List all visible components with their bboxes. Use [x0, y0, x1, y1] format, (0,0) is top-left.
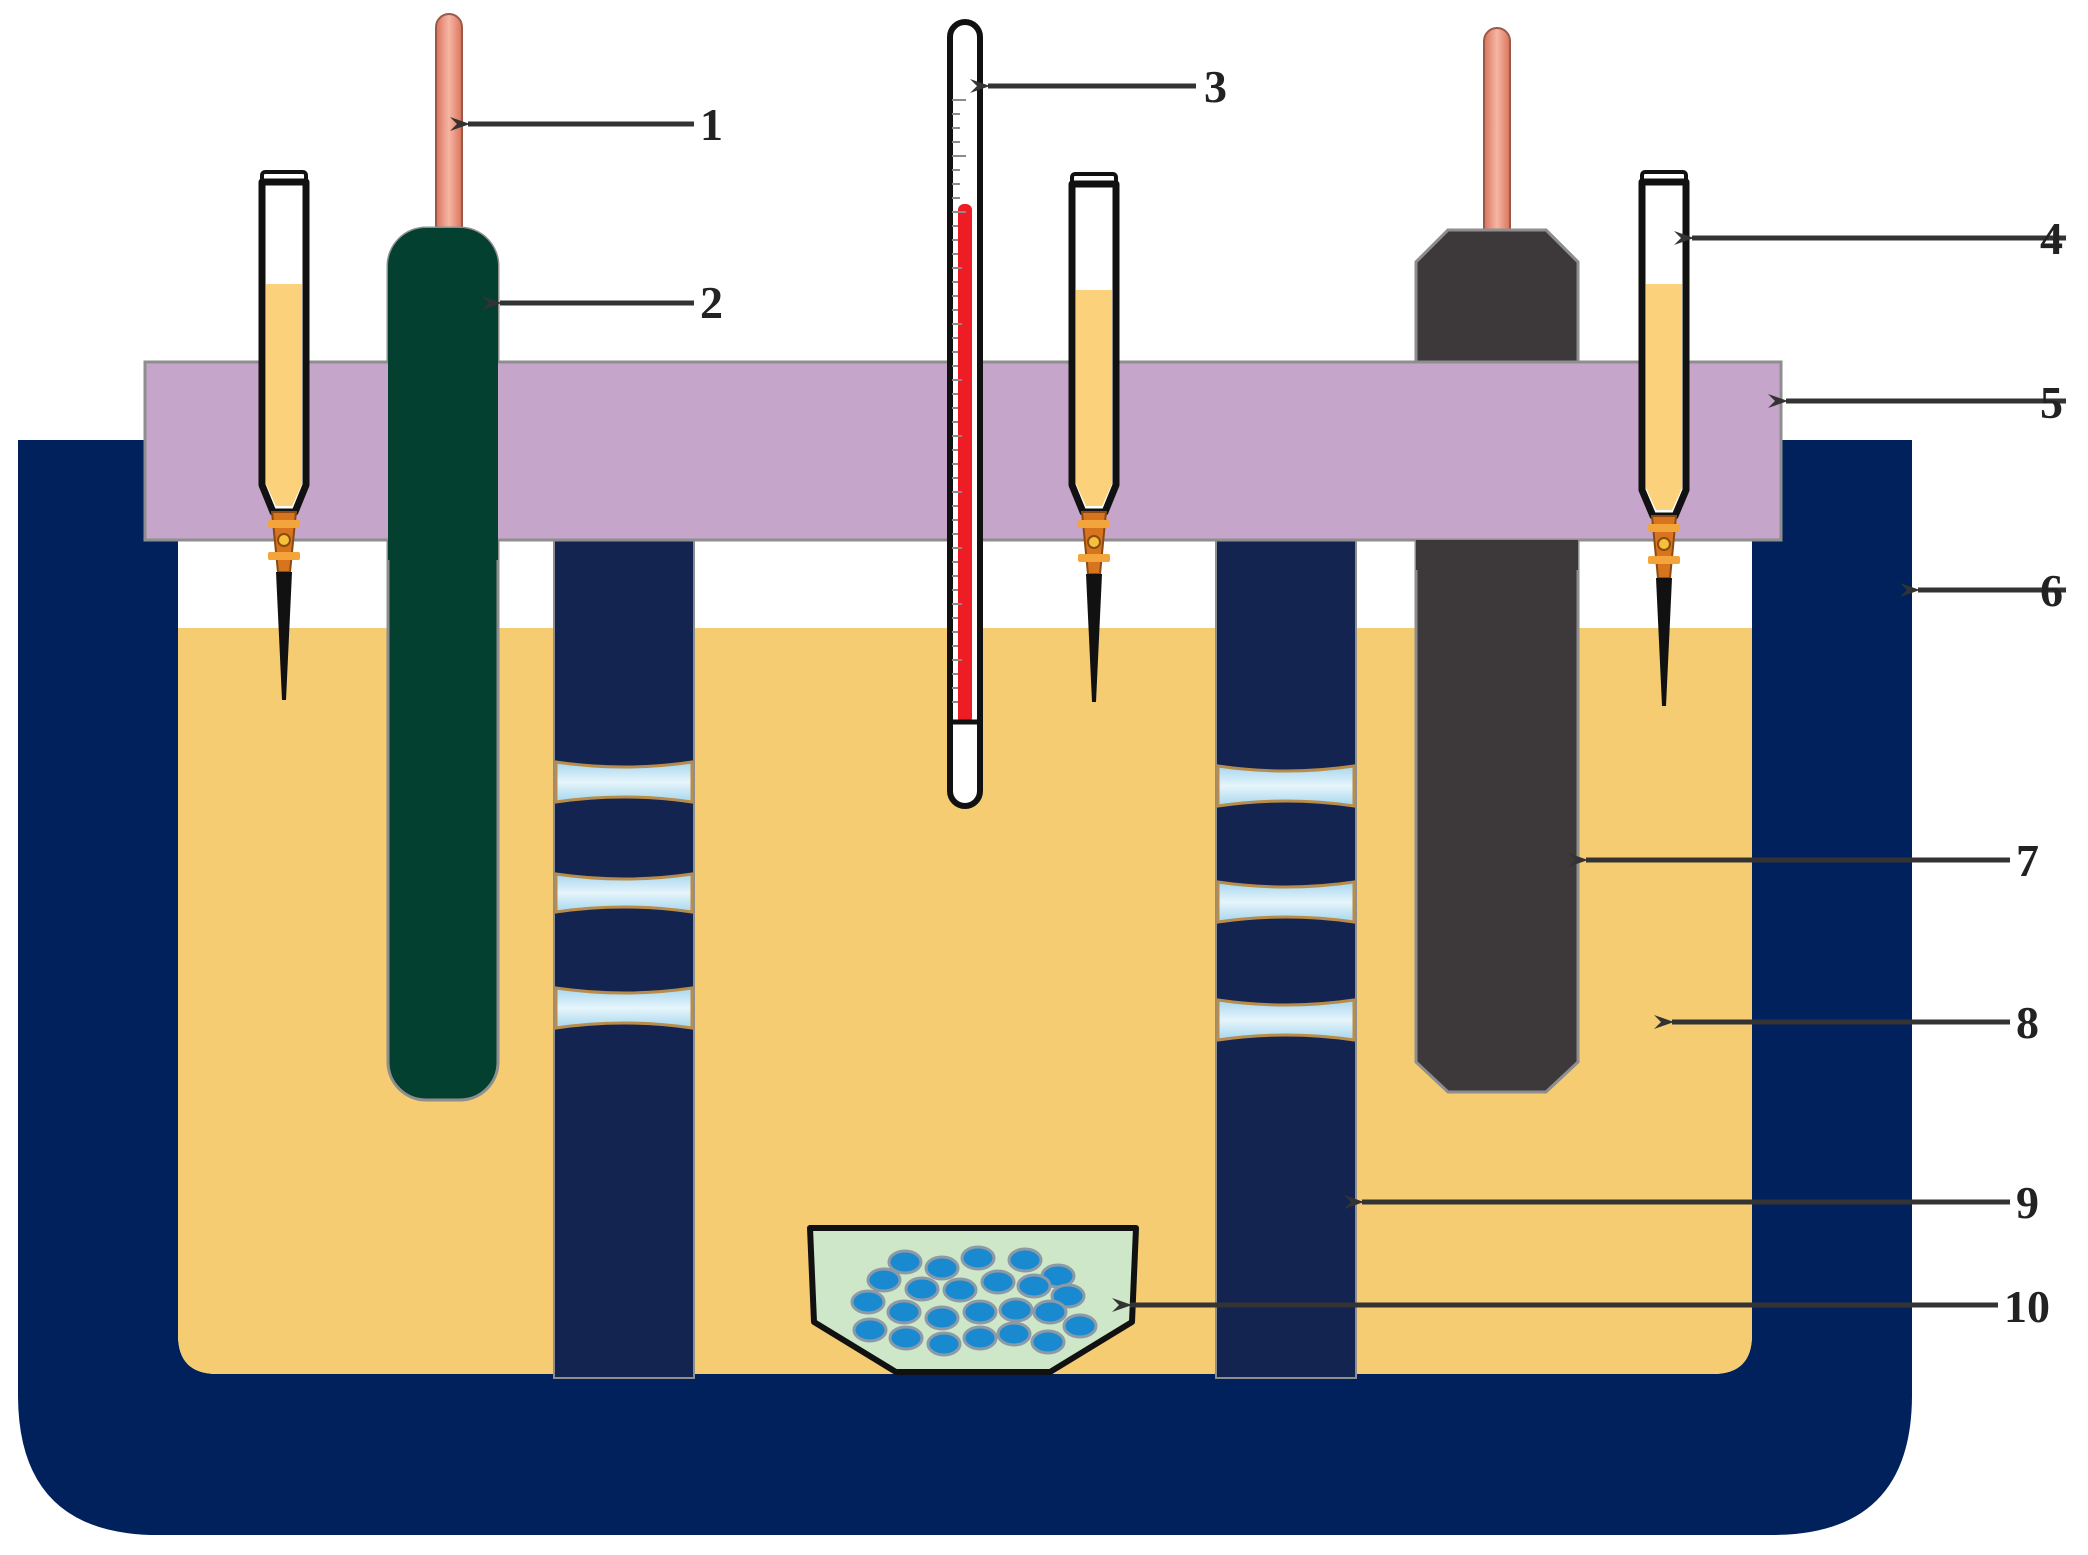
anode-through-lid: [388, 300, 498, 560]
callout-arrows: [450, 79, 2066, 1312]
membrane-window: [1216, 764, 1356, 808]
membrane-window: [554, 760, 694, 804]
cathode-terminal-rod: [1483, 27, 1511, 243]
separator-column-left: [553, 539, 695, 1379]
thermometer: [947, 19, 983, 809]
callout-label-10: 10: [2004, 1281, 2050, 1332]
membrane-window: [1216, 998, 1356, 1042]
callout-label-6: 6: [2040, 565, 2063, 616]
membrane-window: [554, 986, 694, 1030]
membrane-window: [554, 872, 694, 914]
burette-right: [1638, 170, 1690, 706]
callout-labels: 1 2 3 4 5 6 7 8 9 10: [700, 61, 2063, 1332]
callout-label-5: 5: [2040, 377, 2063, 428]
membrane-window: [1216, 880, 1356, 924]
separator-column-right: [1215, 539, 1357, 1379]
pellets: [850, 1245, 1098, 1357]
callout-label-7: 7: [2016, 835, 2039, 886]
pellet-basket: [807, 1225, 1139, 1375]
callout-label-9: 9: [2016, 1177, 2039, 1228]
callout-label-3: 3: [1204, 61, 1227, 112]
burette-left: [258, 170, 310, 700]
callout-label-8: 8: [2016, 997, 2039, 1048]
thermometer-scale: [952, 99, 966, 703]
burette-middle: [1068, 172, 1120, 702]
cathode-upper: [1414, 228, 1580, 364]
anode-terminal-rod: [435, 13, 463, 241]
callout-label-2: 2: [700, 277, 723, 328]
callout-label-1: 1: [700, 99, 723, 150]
cathode-through-lid: [1416, 540, 1578, 570]
callout-label-4: 4: [2040, 213, 2063, 264]
